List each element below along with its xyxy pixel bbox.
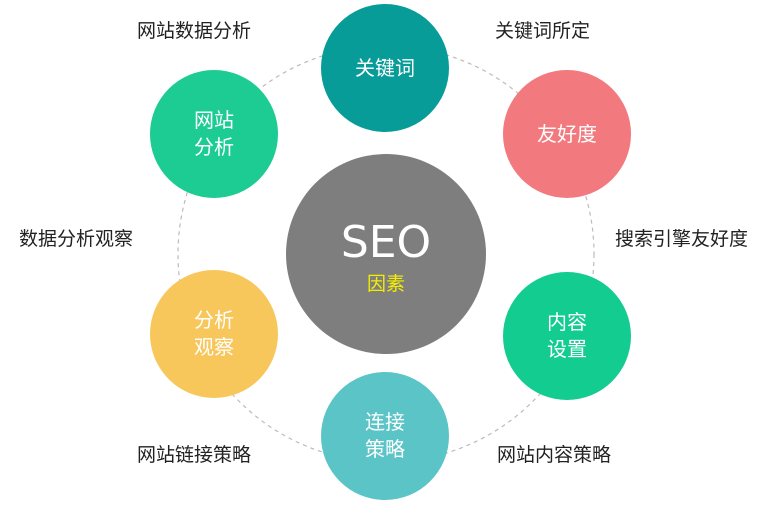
node-analysis-observation-line2: 观察 bbox=[194, 335, 234, 359]
node-keyword: 关键词 bbox=[321, 4, 449, 132]
label-website-content-strategy: 网站内容策略 bbox=[497, 444, 612, 466]
node-keyword-label: 关键词 bbox=[355, 55, 415, 80]
label-search-engine-friendliness: 搜索引擎友好度 bbox=[615, 228, 749, 250]
center-node-seo: SEO 因素 bbox=[286, 154, 486, 354]
node-friendliness-label: 友好度 bbox=[537, 121, 597, 146]
node-website-analysis: 网站 分析 bbox=[150, 70, 278, 198]
node-link-strategy: 连接 策略 bbox=[321, 372, 449, 500]
node-website-analysis-line1: 网站 bbox=[194, 108, 234, 132]
label-website-data-analysis: 网站数据分析 bbox=[137, 20, 252, 42]
node-website-analysis-line2: 分析 bbox=[194, 135, 234, 159]
center-subtitle: 因素 bbox=[366, 273, 405, 295]
node-content-settings: 内容 设置 bbox=[503, 272, 631, 400]
label-website-link-strategy: 网站链接策略 bbox=[137, 444, 252, 466]
node-link-strategy-line2: 策略 bbox=[365, 437, 405, 461]
label-data-analysis-observation: 数据分析观察 bbox=[19, 228, 134, 250]
node-analysis-observation: 分析 观察 bbox=[150, 270, 278, 398]
node-link-strategy-line1: 连接 bbox=[365, 410, 405, 434]
node-content-settings-line1: 内容 bbox=[547, 310, 587, 334]
center-title: SEO bbox=[340, 217, 432, 268]
node-analysis-observation-line1: 分析 bbox=[194, 308, 234, 332]
label-keyword-selection: 关键词所定 bbox=[495, 20, 591, 42]
node-friendliness: 友好度 bbox=[503, 70, 631, 198]
node-content-settings-line2: 设置 bbox=[547, 337, 587, 361]
